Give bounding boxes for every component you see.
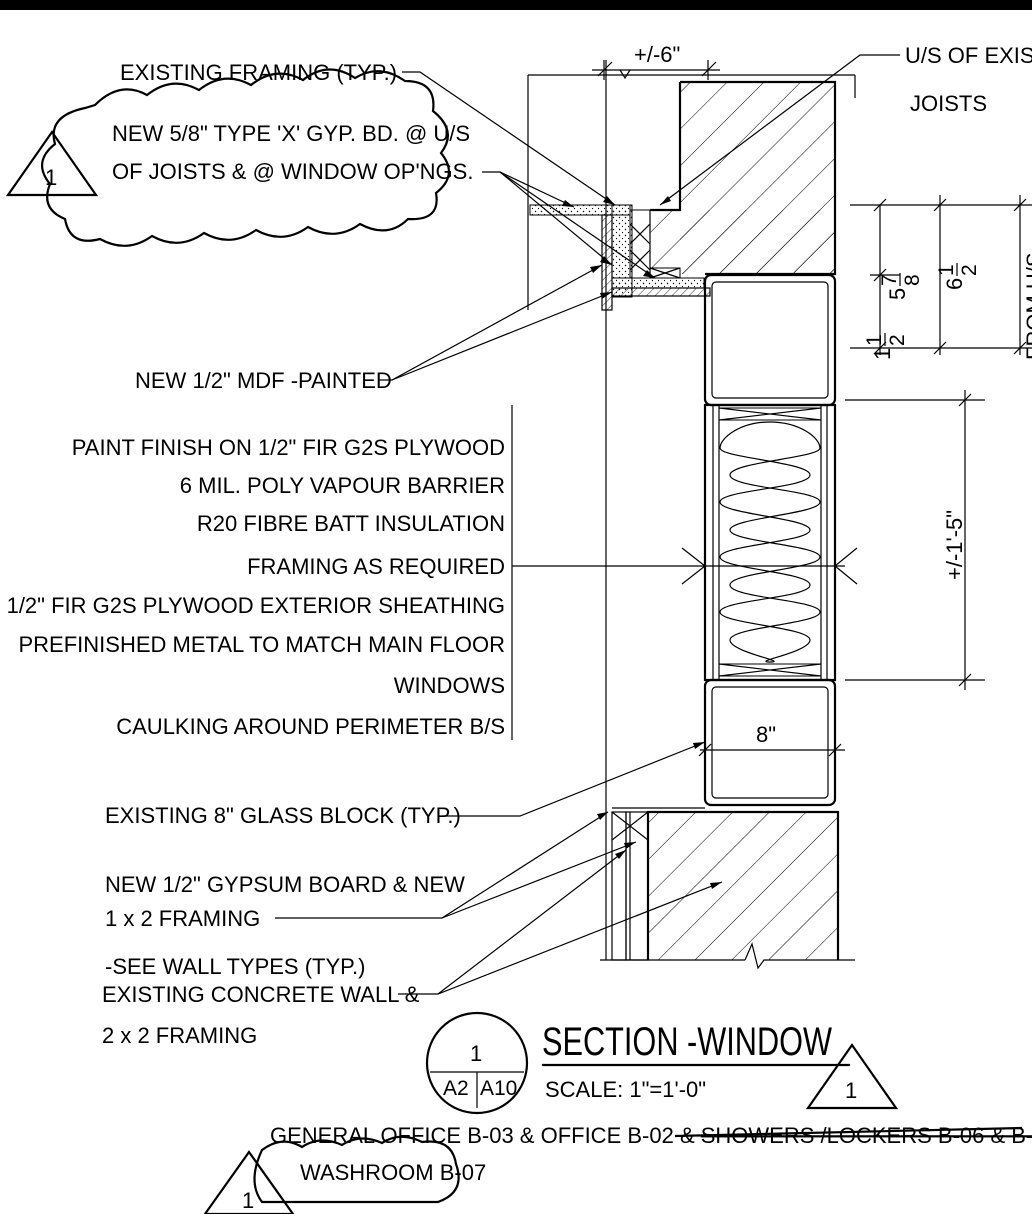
dimension-block-width: 8" bbox=[698, 722, 845, 757]
dimension-top: +/-6" bbox=[592, 42, 720, 80]
dimension-right-stack: 5 7 8 6 1 2 1 1 2 FROM U/S bbox=[850, 195, 1032, 360]
note-us-joists-line1: U/S OF EXIS bbox=[905, 43, 1032, 68]
batt-insulation bbox=[719, 421, 821, 663]
note-gypsum-line2: 1 x 2 FRAMING bbox=[105, 906, 260, 931]
washroom-label: WASHROOM B-07 bbox=[300, 1160, 486, 1185]
dim-from-us: FROM U/S bbox=[1022, 252, 1032, 360]
existing-joist-upper bbox=[527, 74, 856, 310]
dim-1-1-2-num: 1 bbox=[863, 334, 886, 346]
dim-window-height-label: +/-1'-5" bbox=[942, 510, 967, 580]
note-gyp-line1: NEW 5/8" TYPE 'X' GYP. BD. @ U/S bbox=[112, 121, 470, 146]
note-gypsum-line3: -SEE WALL TYPES (TYP.) bbox=[105, 954, 365, 979]
revision-triangle-title: 1 bbox=[805, 1043, 899, 1110]
dim-5-7-8-num: 7 bbox=[878, 274, 901, 286]
revision-triangle-bottom: 1 bbox=[203, 1150, 295, 1214]
note-gyp-line2: OF JOISTS & @ WINDOW OP'NGS. bbox=[112, 159, 473, 184]
dim-6-1-2-num: 1 bbox=[935, 264, 958, 276]
assembly-line-6: PREFINISHED METAL TO MATCH MAIN FLOOR bbox=[19, 632, 506, 657]
revision-cloud-bottom bbox=[253, 1135, 460, 1204]
revision-triangle-top: 1 bbox=[5, 130, 99, 197]
detail-title: SECTION -WINDOW bbox=[542, 1020, 832, 1064]
note-concrete-line2: 2 x 2 FRAMING bbox=[102, 1023, 257, 1048]
sheet-ref-left: A2 bbox=[443, 1077, 469, 1100]
revision-number-title: 1 bbox=[845, 1078, 857, 1103]
assembly-line-4: FRAMING AS REQUIRED bbox=[247, 554, 505, 579]
rooms-line: GENERAL OFFICE B-03 & OFFICE B-02 & SHOW… bbox=[270, 1123, 1032, 1148]
note-existing-framing: EXISTING FRAMING (TYP.) bbox=[120, 60, 397, 85]
dim-5-7-8-den: 8 bbox=[901, 274, 924, 286]
note-us-joists-line2: JOISTS bbox=[910, 91, 987, 116]
title-block: 1 A2 A10 SECTION -WINDOW SCALE: 1"=1'-0"… bbox=[270, 1011, 1032, 1185]
rooms-plain: GENERAL OFFICE B-03 & OFFICE B-02 & bbox=[270, 1123, 701, 1148]
detail-scale: SCALE: 1"=1'-0" bbox=[545, 1077, 706, 1102]
sheet-top-border bbox=[0, 0, 1032, 10]
rooms-struck: SHOWERS /LOCKERS B-06 & B-10 bbox=[701, 1123, 1032, 1148]
note-mdf: NEW 1/2" MDF -PAINTED bbox=[135, 368, 392, 393]
dim-1-1-2-whole: 1 bbox=[870, 348, 895, 360]
note-glass-block: EXISTING 8" GLASS BLOCK (TYP.) bbox=[105, 803, 461, 828]
revision-number-top: 1 bbox=[45, 165, 57, 190]
dim-1-1-2-den: 2 bbox=[886, 334, 909, 346]
revision-number-bottom: 1 bbox=[242, 1188, 254, 1213]
assembly-line-3: R20 FIBRE BATT INSULATION bbox=[197, 511, 505, 536]
note-concrete-line1: EXISTING CONCRETE WALL & bbox=[102, 982, 420, 1007]
detail-number: 1 bbox=[470, 1041, 482, 1066]
dim-5-7-8-whole: 5 bbox=[885, 288, 910, 300]
leader-lines bbox=[275, 54, 900, 995]
assembly-line-7: WINDOWS bbox=[394, 673, 505, 698]
revision-cloud-top bbox=[41, 68, 450, 247]
dim-6-1-2-whole: 6 bbox=[942, 278, 967, 290]
assembly-line-5: 1/2" FIR G2S PLYWOOD EXTERIOR SHEATHING bbox=[7, 593, 505, 618]
dim-6-1-2-den: 2 bbox=[958, 264, 981, 276]
dim-block-width-label: 8" bbox=[756, 722, 776, 747]
window-infill-panel bbox=[703, 403, 837, 682]
sheet-ref-right: A10 bbox=[480, 1077, 517, 1100]
assembly-line-2: 6 MIL. POLY VAPOUR BARRIER bbox=[180, 473, 505, 498]
existing-concrete-wall-lower bbox=[600, 807, 855, 970]
assembly-line-8: CAULKING AROUND PERIMETER B/S bbox=[116, 714, 505, 739]
notes: EXISTING FRAMING (TYP.) NEW 5/8" TYPE 'X… bbox=[7, 43, 1032, 1048]
dimension-window-height: +/-1'-5" bbox=[845, 390, 985, 690]
assembly-line-1: PAINT FINISH ON 1/2" FIR G2S PLYWOOD bbox=[72, 435, 505, 460]
dim-top-label: +/-6" bbox=[634, 42, 680, 67]
assembly-leader bbox=[511, 405, 858, 740]
note-gypsum-line1: NEW 1/2" GYPSUM BOARD & NEW bbox=[105, 872, 465, 897]
